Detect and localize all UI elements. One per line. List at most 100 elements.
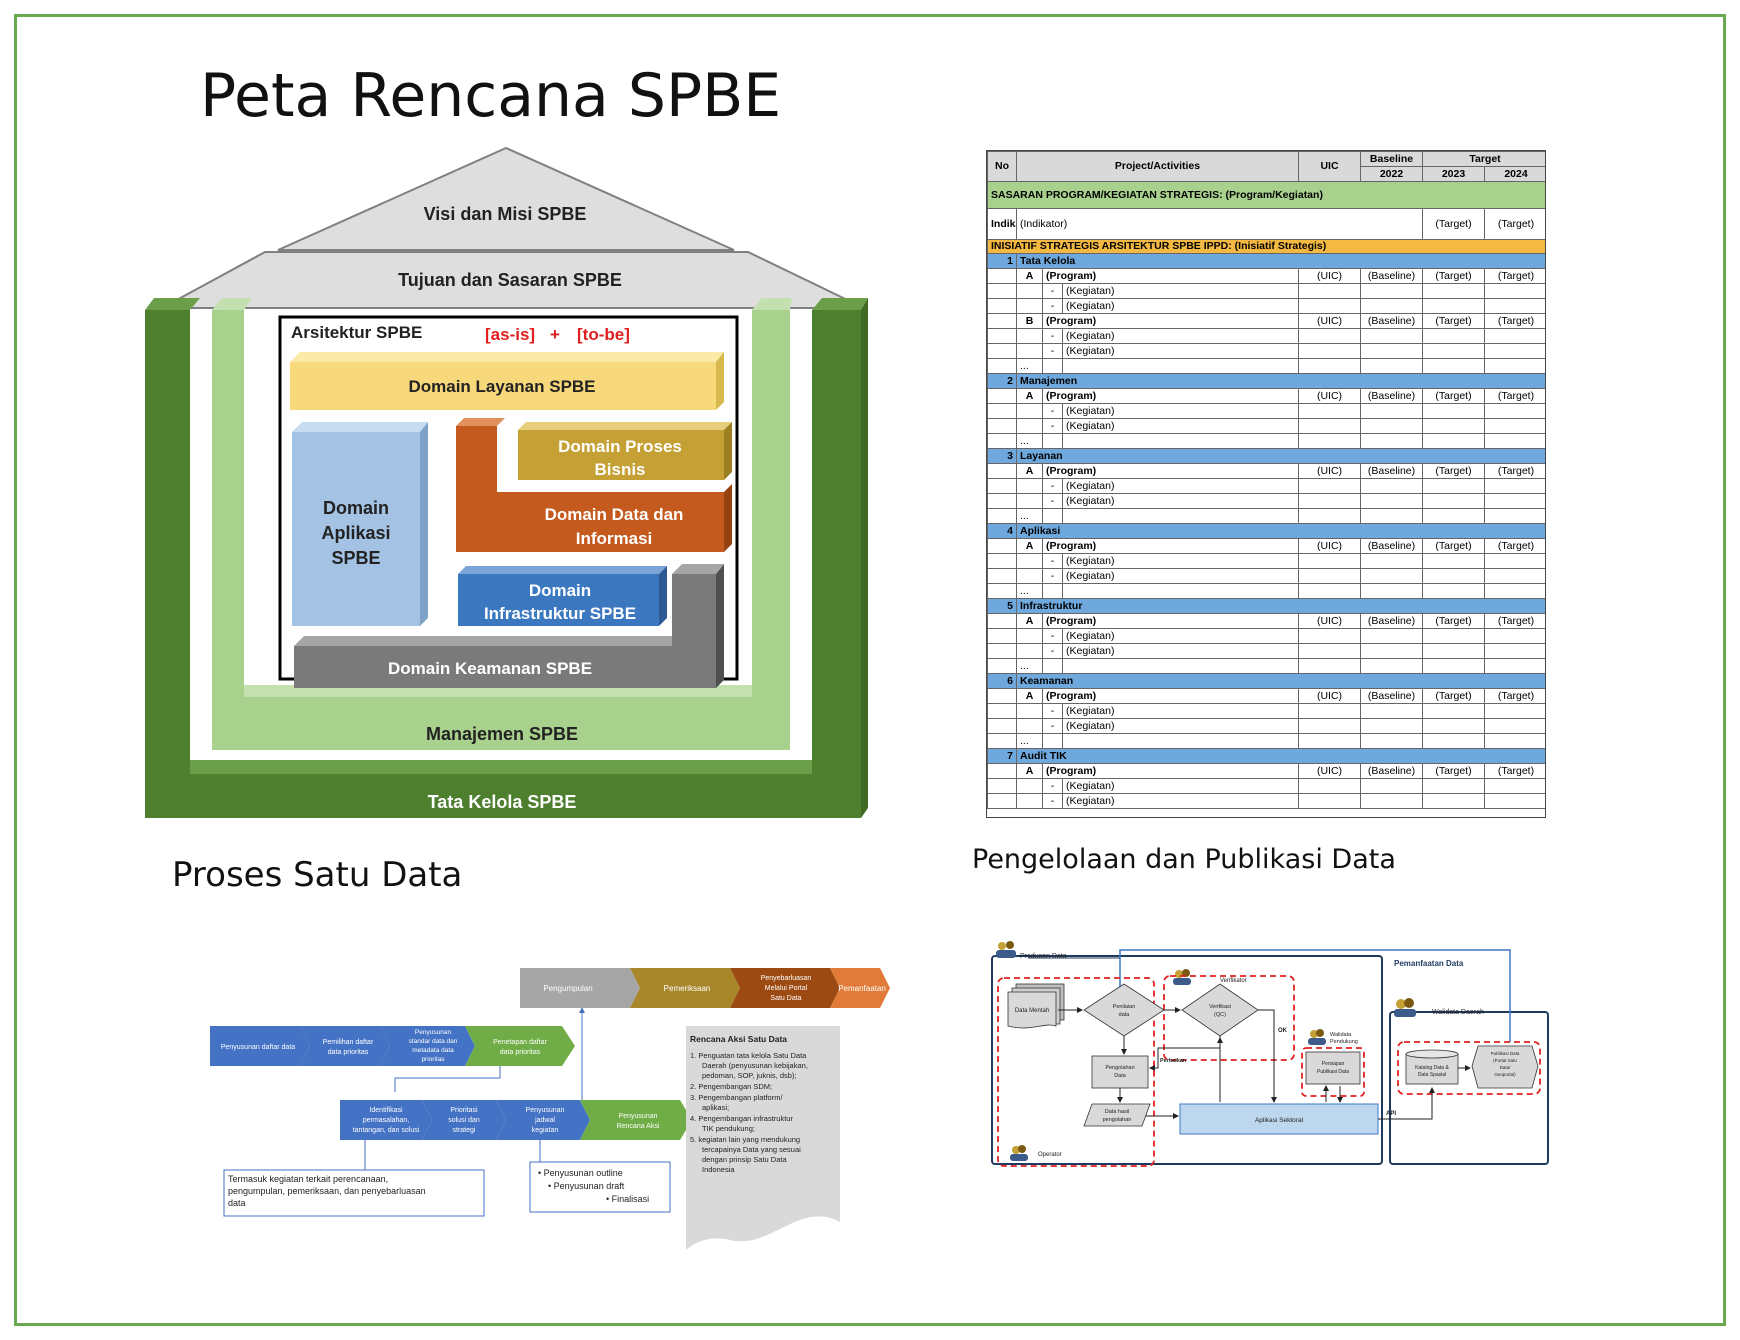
empty-cell: [987, 313, 1017, 329]
kegiatan-name: (Kegiatan): [1062, 793, 1299, 809]
section-title-proses: Proses Satu Data: [172, 855, 463, 895]
program-row: A(Program)(UIC)(Baseline)(Target)(Target…: [987, 463, 1545, 479]
verifikator-user-icon: [1173, 969, 1191, 985]
domain-no: 2: [987, 373, 1017, 389]
program-letter: A: [1016, 538, 1043, 554]
top-flow-label-2: Pemeriksaan: [664, 984, 711, 993]
program-row: A(Program)(UIC)(Baseline)(Target)(Target…: [987, 268, 1545, 284]
kegiatan-row: -(Kegiatan): [987, 643, 1545, 659]
kegiatan-name: (Kegiatan): [1062, 298, 1299, 314]
program-baseline: (Baseline): [1360, 538, 1423, 554]
domain-no: 5: [987, 598, 1017, 614]
rencana-table-container: No Project/Activities UIC Baseline Targe…: [986, 150, 1546, 818]
empty-cell: [1042, 658, 1063, 674]
domain-name: Infrastruktur: [1016, 598, 1545, 614]
program-letter: A: [1016, 268, 1043, 284]
ok-label: OK: [1278, 1028, 1288, 1034]
domain-name: Audit TIK: [1016, 748, 1545, 764]
pemanfaatan-data-box: [1389, 1011, 1549, 1165]
domain-no: 3: [987, 448, 1017, 464]
kegiatan-row: -(Kegiatan): [987, 568, 1545, 584]
empty-cell: [1360, 703, 1423, 719]
empty-cell: [1016, 283, 1043, 299]
empty-cell: [1360, 718, 1423, 734]
data-mentah-label: Data Mentah: [1015, 1008, 1049, 1014]
kegiatan-dash: -: [1042, 403, 1063, 419]
program-target-1: (Target): [1422, 538, 1485, 554]
produsen-label: Produsen Data: [1020, 953, 1067, 960]
data-hasil-node: [1083, 1103, 1151, 1127]
kegiatan-name: (Kegiatan): [1062, 643, 1299, 659]
kegiatan-row: -(Kegiatan): [987, 703, 1545, 719]
empty-cell: [1422, 643, 1485, 659]
ellipsis-row: ...: [987, 358, 1545, 374]
program-row: A(Program)(UIC)(Baseline)(Target)(Target…: [987, 538, 1545, 554]
row1-step-1: [210, 1026, 310, 1066]
program-target-2: (Target): [1484, 463, 1545, 479]
program-uic: (UIC): [1298, 763, 1361, 779]
empty-cell: [1360, 553, 1423, 569]
top-flow-step-4: [830, 968, 890, 1008]
empty-cell: [1298, 493, 1361, 509]
empty-cell: [1360, 433, 1423, 449]
domain-infrastruktur: [458, 574, 659, 626]
empty-cell: [1484, 493, 1545, 509]
empty-cell: [987, 388, 1017, 404]
empty-cell: [987, 493, 1017, 509]
empty-cell: [1484, 703, 1545, 719]
kegiatan-name: (Kegiatan): [1062, 628, 1299, 644]
row1-label-1: Penyusunan daftar data: [221, 1044, 295, 1051]
roof-visi: [277, 146, 735, 251]
infrastruktur-label-2: Infrastruktur SPBE: [484, 604, 636, 623]
program-row: A(Program)(UIC)(Baseline)(Target)(Target…: [987, 388, 1545, 404]
domain-no: 4: [987, 523, 1017, 539]
empty-cell: [1298, 793, 1361, 809]
header-baseline: Baseline: [1360, 151, 1423, 167]
empty-cell: [1422, 358, 1485, 374]
empty-cell: [1360, 478, 1423, 494]
kegiatan-dash: -: [1042, 553, 1063, 569]
empty-cell: [1062, 733, 1299, 749]
katalog-label: Katalog Data &Data Spasial: [1415, 1065, 1449, 1078]
program-name: (Program): [1042, 313, 1299, 329]
program-name: (Program): [1042, 463, 1299, 479]
program-uic: (UIC): [1298, 538, 1361, 554]
penilaian-node: [1083, 983, 1165, 1037]
produsen-data-box: [991, 955, 1383, 1165]
program-name: (Program): [1042, 763, 1299, 779]
empty-cell: [1484, 778, 1545, 794]
empty-cell: [987, 358, 1017, 374]
domain-aplikasi: [292, 432, 420, 626]
program-name: (Program): [1042, 268, 1299, 284]
empty-cell: [1484, 328, 1545, 344]
program-target-2: (Target): [1484, 538, 1545, 554]
ellipsis-cell: ...: [1016, 583, 1043, 599]
kegiatan-name: (Kegiatan): [1062, 568, 1299, 584]
empty-cell: [1360, 793, 1423, 809]
empty-cell: [1062, 508, 1299, 524]
slide-frame: [14, 14, 1726, 1326]
kegiatan-dash: -: [1042, 718, 1063, 734]
data-mentah-node: [1007, 991, 1057, 1029]
ellipsis-cell: ...: [1016, 658, 1043, 674]
header-target: Target: [1422, 151, 1545, 167]
empty-cell: [1016, 493, 1043, 509]
note-kegiatan-text: Termasuk kegiatan terkait perencanaan,pe…: [228, 1174, 426, 1208]
empty-cell: [987, 343, 1017, 359]
rencana-table: No Project/Activities UIC Baseline Targe…: [987, 151, 1545, 809]
kegiatan-dash: -: [1042, 793, 1063, 809]
ellipsis-row: ...: [987, 433, 1545, 449]
kegiatan-dash: -: [1042, 703, 1063, 719]
empty-cell: [1422, 778, 1485, 794]
tujuan-label: Tujuan dan Sasaran SPBE: [398, 270, 622, 290]
domain-no: 7: [987, 748, 1017, 764]
empty-cell: [1298, 283, 1361, 299]
empty-cell: [1484, 718, 1545, 734]
empty-cell: [987, 553, 1017, 569]
